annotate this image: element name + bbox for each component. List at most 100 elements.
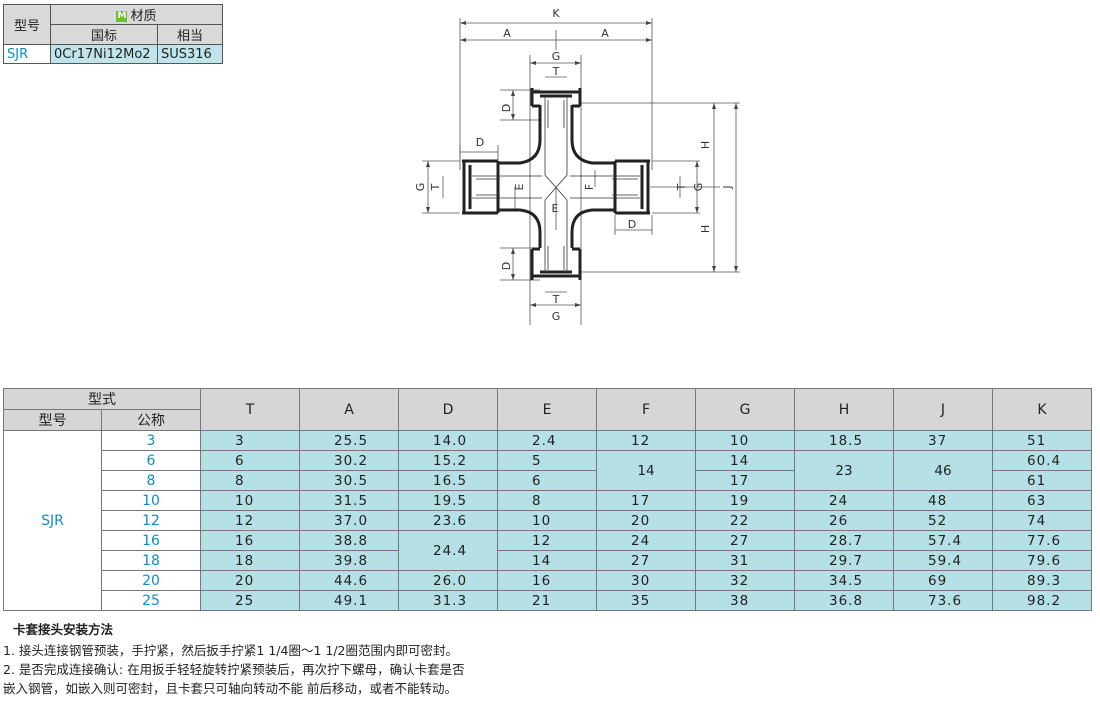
cell-E: 16 bbox=[497, 570, 597, 591]
label-E-left: E bbox=[513, 183, 526, 190]
cell-T: 6 bbox=[200, 450, 300, 471]
cell-E: 21 bbox=[497, 590, 597, 611]
cell-H: 34.5 bbox=[794, 570, 894, 591]
label-A-right: A bbox=[601, 27, 609, 40]
cell-H-merged: 23 bbox=[794, 450, 894, 491]
cell-D: 31.3 bbox=[398, 590, 498, 611]
notes-line-2: 2. 是否完成连接确认: 在用扳手轻轻旋转拧紧预装后，再次拧下螺母，确认卡套是否 bbox=[3, 662, 465, 677]
material-row-model: SJR bbox=[3, 44, 51, 64]
table-row: 6 6 30.2 15.2 5 14 14 23 46 60.4 bbox=[4, 450, 1092, 491]
cell-K: 74 bbox=[992, 510, 1092, 531]
cell-G: 31 bbox=[695, 550, 795, 571]
label-K: K bbox=[552, 7, 560, 20]
cell-G: 27 bbox=[695, 530, 795, 551]
cell-G: 10 bbox=[695, 430, 795, 451]
cell-K: 60.4 bbox=[992, 450, 1092, 471]
table-row: SJR 3 3 25.5 14.0 2.4 12 10 18.5 37 51 bbox=[3, 430, 1092, 611]
nominal-cell: 16 bbox=[101, 530, 201, 551]
col-header-G: G bbox=[695, 388, 795, 431]
cell-J: 73.6 bbox=[893, 590, 993, 611]
cell-J-merged: 46 bbox=[893, 450, 993, 491]
cell-T: 10 bbox=[200, 490, 300, 511]
table-row: 10 10 31.5 19.5 8 17 19 24 48 63 bbox=[4, 490, 1092, 511]
nominal-cell: 25 bbox=[101, 590, 201, 611]
cell-T: 3 bbox=[200, 430, 300, 451]
notes-title: 卡套接头安装方法 bbox=[13, 622, 114, 637]
cell-G: 32 bbox=[695, 570, 795, 591]
label-G-top: G bbox=[552, 50, 561, 63]
cell-E: 8 bbox=[497, 490, 597, 511]
material-row-gb: 0Cr17Ni12Mo2 bbox=[50, 44, 158, 64]
cell-E: 14 bbox=[497, 550, 597, 571]
cell-H: 26 bbox=[794, 510, 894, 531]
table-row: 25 25 49.1 31.3 21 35 38 36.8 73.6 98.2 bbox=[4, 590, 1092, 611]
cell-K: 51 bbox=[992, 430, 1092, 451]
cell-G: 38 bbox=[695, 590, 795, 611]
label-D-left: D bbox=[476, 136, 484, 149]
cell-K: 79.6 bbox=[992, 550, 1092, 571]
cell-T: 20 bbox=[200, 570, 300, 591]
cross-fitting-drawing: K A A G T T G D D D D G T T G E F E H H … bbox=[414, 7, 740, 325]
nominal-cell: 12 bbox=[101, 510, 201, 531]
cell-H: 28.7 bbox=[794, 530, 894, 551]
col-header-A: A bbox=[299, 388, 399, 431]
cell-E: 10 bbox=[497, 510, 597, 531]
cell-G: 19 bbox=[695, 490, 795, 511]
col-header-H: H bbox=[794, 388, 894, 431]
label-A-left: A bbox=[503, 27, 511, 40]
model-cell: SJR bbox=[3, 430, 102, 611]
cell-E: 6 bbox=[497, 470, 597, 491]
cell-H: 36.8 bbox=[794, 590, 894, 611]
cell-T: 8 bbox=[200, 470, 300, 491]
table-row: 20 20 44.6 26.0 16 30 32 34.5 69 89.3 bbox=[4, 570, 1092, 591]
nominal-cell: 3 bbox=[101, 430, 201, 451]
nominal-cell: 6 bbox=[101, 450, 201, 471]
material-col-equiv: 相当 bbox=[157, 24, 223, 45]
cell-G: 17 bbox=[695, 470, 795, 491]
label-H-bottom: H bbox=[699, 225, 712, 233]
cell-A: 38.8 bbox=[299, 530, 399, 551]
cell-F: 30 bbox=[596, 570, 696, 591]
cell-H: 29.7 bbox=[794, 550, 894, 571]
cell-T: 12 bbox=[200, 510, 300, 531]
cell-D: 26.0 bbox=[398, 570, 498, 591]
notes-line-1: 1. 接头连接钢管预装，手拧紧，然后扳手拧紧1 1/4圈～1 1/2圈范围内即可… bbox=[3, 643, 458, 658]
cell-A: 31.5 bbox=[299, 490, 399, 511]
cell-F: 12 bbox=[596, 430, 696, 451]
cell-E: 12 bbox=[497, 530, 597, 551]
cell-G: 14 bbox=[695, 450, 795, 471]
cell-A: 30.2 bbox=[299, 450, 399, 471]
nominal-cell: 18 bbox=[101, 550, 201, 571]
label-G-right: G bbox=[692, 183, 705, 192]
cell-T: 18 bbox=[200, 550, 300, 571]
installation-notes: 卡套接头安装方法 1. 接头连接钢管预装，手拧紧，然后扳手拧紧1 1/4圈～1 … bbox=[3, 620, 465, 698]
label-F: F bbox=[583, 184, 596, 190]
label-G-left: G bbox=[414, 183, 427, 192]
header-type: 型式 bbox=[3, 388, 201, 410]
label-D-top: D bbox=[500, 104, 513, 112]
cell-T: 16 bbox=[200, 530, 300, 551]
label-T-left: T bbox=[429, 183, 442, 191]
cell-K: 61 bbox=[992, 470, 1092, 491]
cell-J: 69 bbox=[893, 570, 993, 591]
label-D-right: D bbox=[628, 218, 636, 231]
nominal-cell: 10 bbox=[101, 490, 201, 511]
cell-E: 5 bbox=[497, 450, 597, 471]
cell-A: 49.1 bbox=[299, 590, 399, 611]
material-badge-icon: M bbox=[116, 11, 128, 22]
label-T-bottom: T bbox=[552, 293, 560, 306]
col-header-E: E bbox=[497, 388, 597, 431]
col-header-K: K bbox=[992, 388, 1092, 431]
label-G-bottom: G bbox=[552, 310, 561, 323]
cell-A: 25.5 bbox=[299, 430, 399, 451]
table-row: 18 18 39.8 14 27 31 29.7 59.4 79.6 bbox=[4, 550, 1092, 571]
cell-F-merged: 14 bbox=[596, 450, 696, 491]
material-col-model: 型号 bbox=[3, 4, 51, 45]
nominal-cell: 20 bbox=[101, 570, 201, 591]
cell-D: 16.5 bbox=[398, 470, 498, 491]
cell-H: 18.5 bbox=[794, 430, 894, 451]
label-H-top: H bbox=[699, 141, 712, 149]
cell-J: 59.4 bbox=[893, 550, 993, 571]
cell-F: 27 bbox=[596, 550, 696, 571]
